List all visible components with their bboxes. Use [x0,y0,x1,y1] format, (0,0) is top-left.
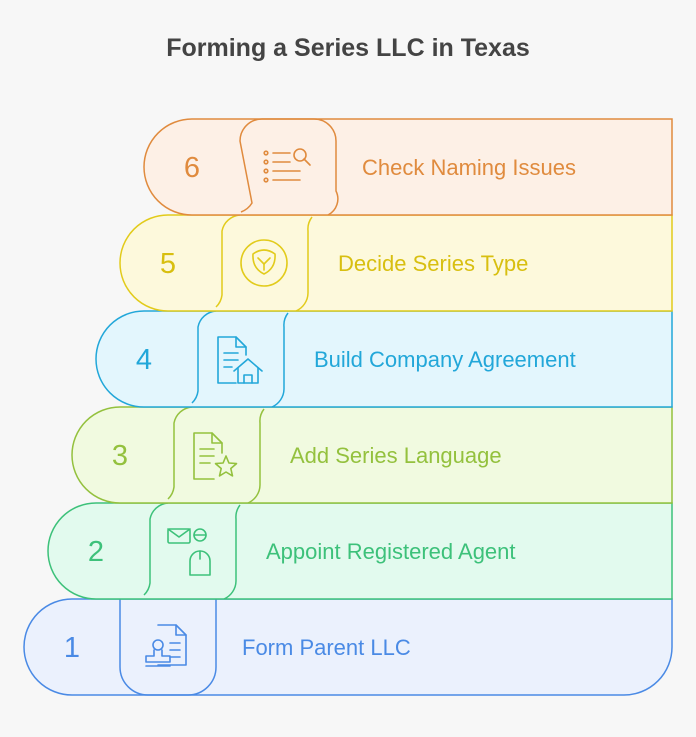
shield-badge-icon [240,239,288,287]
step-row-5: 5 Decide Series Type [119,214,673,312]
step-tile-1 [119,599,217,696]
step-label-1: Form Parent LLC [242,635,411,660]
step-row-2: 2 Appoint Registered Agent [47,502,673,600]
step-number-3: 3 [112,440,128,472]
step-number-6: 6 [184,152,200,184]
stamp-document-icon [145,624,187,667]
step-number-5: 5 [160,248,176,280]
step-label-3: Add Series Language [290,443,502,468]
step-tile-bg-1 [124,600,212,694]
step-tile-5 [215,214,313,312]
step-tile-bg-4 [196,312,284,406]
step-tile-6 [239,118,339,216]
step-tile-bg-3 [172,408,260,502]
step-tile-bg-2 [148,504,236,598]
agent-mail-icon [167,528,211,576]
step-row-4: 4 Build Company Agreement [95,310,673,408]
step-tile-3 [167,406,265,504]
step-label-4: Build Company Agreement [314,347,576,372]
list-search-icon [263,148,311,183]
diagram-title: Forming a Series LLC in Texas [166,34,530,62]
step-number-1: 1 [64,632,80,664]
step-tile-2 [143,502,241,600]
step-number-2: 2 [88,536,104,568]
step-row-6: 6 Check Naming Issues [143,118,673,216]
step-tile-4 [191,310,289,408]
step-label-5: Decide Series Type [338,251,528,276]
step-tile-bg-6 [244,120,332,214]
step-label-2: Appoint Registered Agent [266,539,516,564]
document-star-icon [193,432,238,480]
step-row-1: 1 Form Parent LLC [23,598,673,696]
step-row-3: 3 Add Series Language [71,406,673,504]
step-label-6: Check Naming Issues [362,155,576,180]
step-number-4: 4 [136,344,152,376]
document-home-icon [217,336,263,384]
